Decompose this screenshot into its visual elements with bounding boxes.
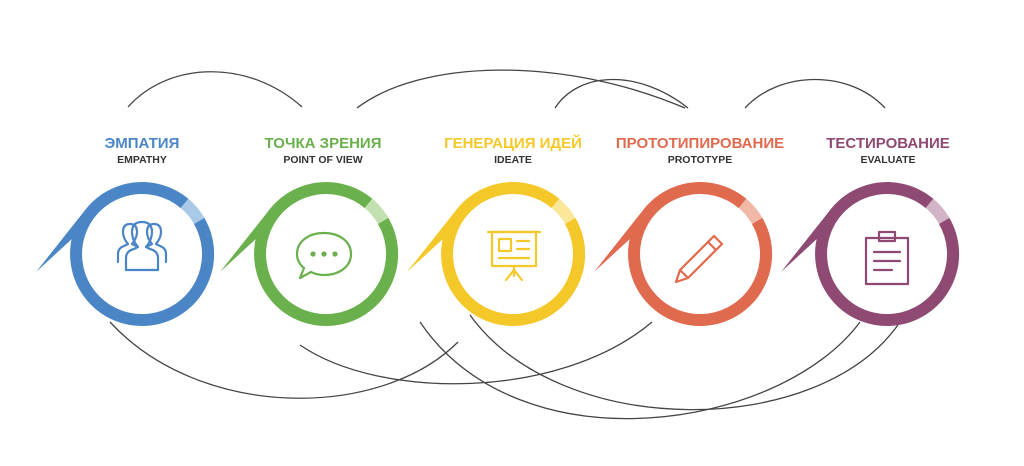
stage-ring-empathy — [36, 182, 215, 326]
ring-tail-arrow — [220, 212, 277, 272]
arc-bottom-4 — [469, 314, 901, 411]
stage-title-ideate: ГЕНЕРАЦИЯ ИДЕЙ — [444, 134, 582, 152]
clipboard-icon — [864, 230, 910, 286]
arc-top-1 — [127, 71, 303, 108]
people-icon — [116, 220, 168, 272]
stage-subtitle-ideate: IDEATE — [494, 154, 532, 166]
stage-rings — [36, 182, 960, 326]
ring-main-segment — [815, 182, 960, 326]
stage-subtitle-point-of-view: POINT OF VIEW — [283, 154, 362, 166]
ring-tail-arrow — [781, 212, 838, 272]
ring-main-segment — [441, 182, 586, 326]
arc-bottom-3 — [419, 321, 861, 420]
pencil-icon — [674, 234, 724, 284]
presentation-board-icon — [486, 230, 542, 282]
ring-tail-arrow — [407, 212, 464, 272]
ring-main-segment — [628, 182, 773, 326]
arc-top-2 — [356, 69, 686, 109]
arc-top-4 — [744, 78, 886, 109]
stage-subtitle-prototype: PROTOTYPE — [668, 154, 733, 166]
feedback-arcs-top — [127, 69, 886, 109]
stage-labels: ЭМПАТИЯ EMPATHY ТОЧКА ЗРЕНИЯ POINT OF VI… — [105, 134, 950, 166]
ring-tail-arrow — [36, 212, 93, 272]
arc-bottom-2 — [299, 321, 653, 385]
stage-ring-point-of-view — [220, 182, 399, 326]
stage-subtitle-empathy: EMPATHY — [117, 154, 167, 166]
stage-ring-evaluate — [781, 182, 960, 326]
stage-subtitle-evaluate: EVALUATE — [860, 154, 915, 166]
ring-tail-arrow — [594, 212, 651, 272]
speech-bubble-icon — [295, 231, 353, 280]
stage-title-evaluate: ТЕСТИРОВАНИЕ — [826, 135, 950, 152]
stage-title-prototype: ПРОТОТИПИРОВАНИЕ — [616, 135, 784, 152]
stage-title-point-of-view: ТОЧКА ЗРЕНИЯ — [265, 135, 382, 152]
ring-main-segment — [70, 182, 215, 326]
stage-ring-prototype — [594, 182, 773, 326]
stage-ring-ideate — [407, 182, 586, 326]
arc-top-3 — [554, 79, 689, 109]
stage-title-empathy: ЭМПАТИЯ — [105, 135, 180, 152]
feedback-arcs-bottom — [109, 314, 901, 420]
arc-bottom-1 — [109, 321, 459, 399]
ring-main-segment — [254, 182, 399, 326]
